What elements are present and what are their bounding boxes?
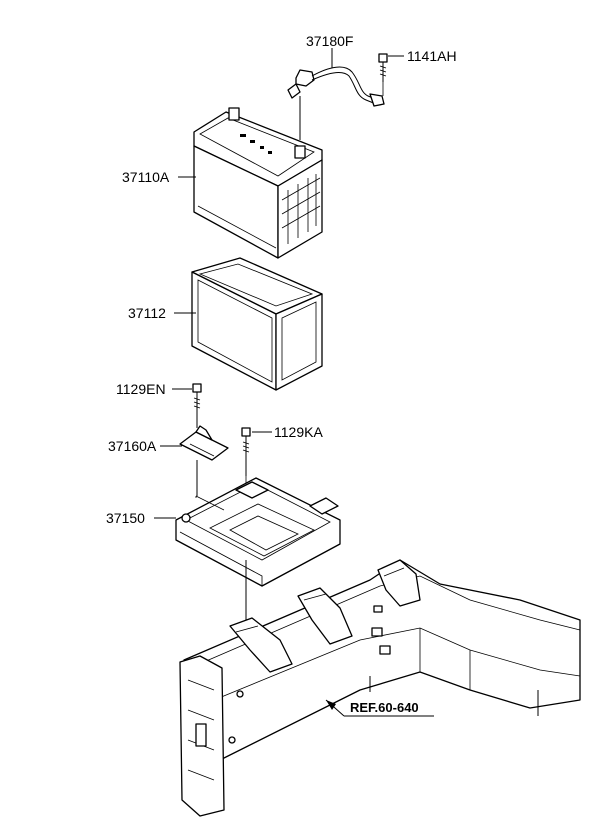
label-tray-bolt: 1129KA	[274, 424, 323, 440]
label-clamp: 37160A	[108, 438, 157, 454]
label-reference[interactable]: REF.60-640	[350, 700, 419, 715]
vehicle-body-frame-icon	[179, 559, 581, 817]
insulator-pad-icon[interactable]	[191, 257, 323, 391]
battery-clamp-icon[interactable]	[179, 425, 229, 496]
leader-lines	[154, 48, 434, 717]
label-insulator: 37112	[128, 305, 166, 321]
label-clamp-bolt: 1129EN	[116, 381, 166, 397]
label-battery: 37110A	[122, 169, 170, 185]
battery-tray-icon[interactable]	[175, 477, 341, 587]
bolt-icon[interactable]	[378, 53, 388, 96]
bolt-icon[interactable]	[192, 383, 202, 428]
battery-icon[interactable]	[193, 107, 323, 259]
label-cable-bolt: 1141AH	[407, 48, 457, 64]
label-tray: 37150	[106, 510, 145, 526]
label-cable: 37180F	[306, 33, 353, 49]
battery-cable-icon[interactable]	[287, 66, 385, 140]
